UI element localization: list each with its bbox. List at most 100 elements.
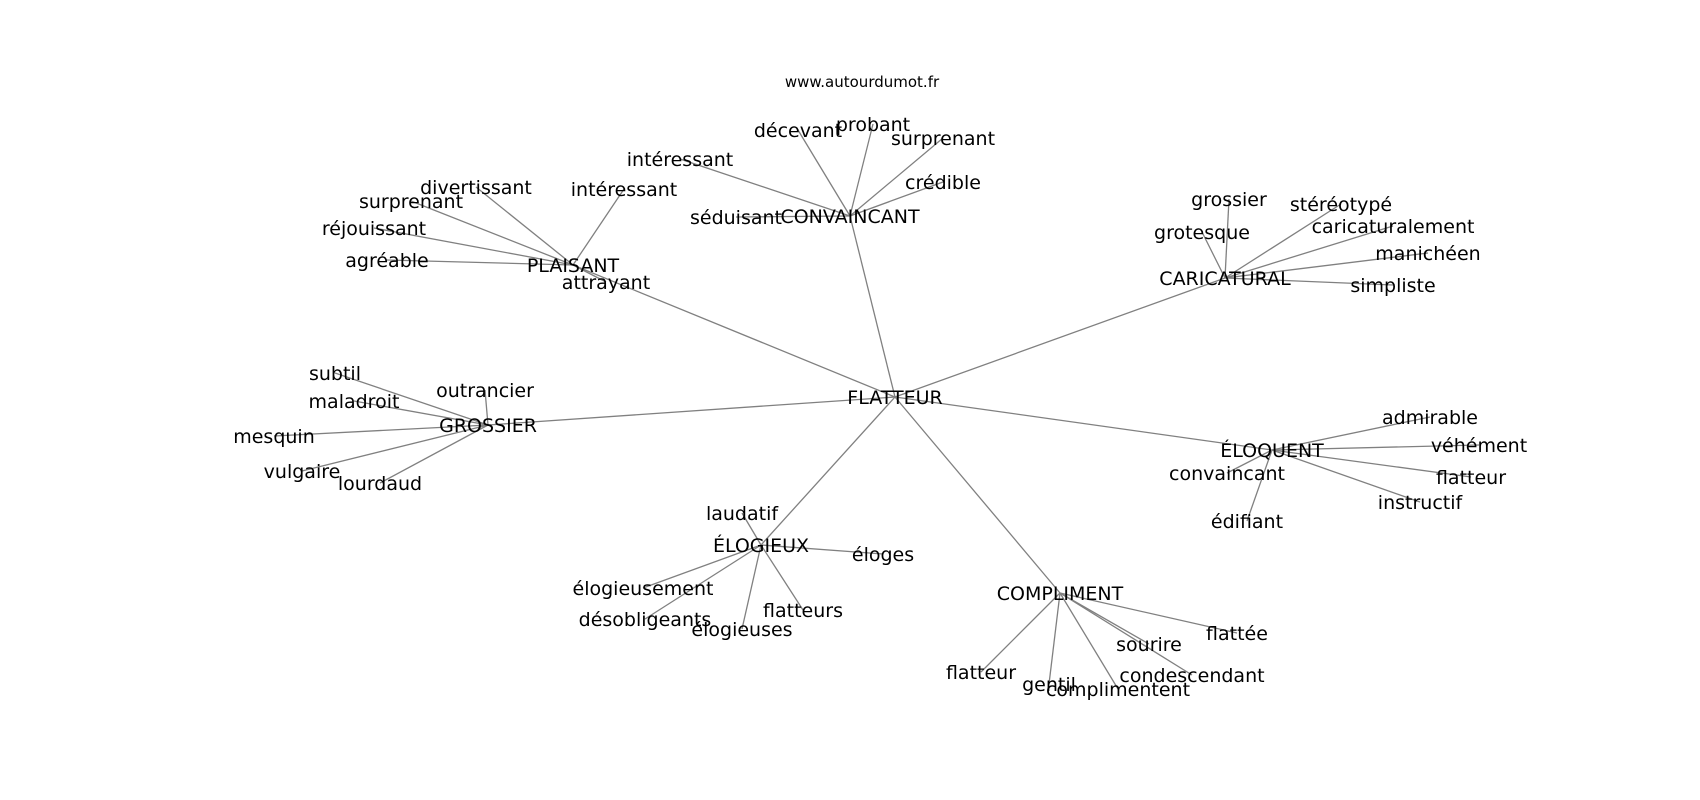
word-node[interactable]: lourdaud — [338, 473, 422, 495]
edge-hub-word — [1224, 203, 1342, 279]
word-node[interactable]: vulgaire — [264, 461, 341, 483]
graph-edges — [273, 123, 1480, 690]
edge-hub-word — [373, 227, 574, 266]
edge-hub-word — [1201, 231, 1226, 279]
edge-hub-word — [735, 215, 851, 218]
edge-center-hub — [760, 396, 896, 546]
word-node[interactable]: laudatif — [706, 503, 779, 525]
word-node[interactable]: flatteur — [1436, 467, 1506, 489]
word-node[interactable]: simpliste — [1350, 275, 1435, 297]
word-node[interactable]: subtil — [309, 363, 361, 385]
edge-hub-word — [572, 264, 607, 283]
edge-hub-word — [1271, 449, 1421, 503]
hub-node[interactable]: GROSSIER — [439, 415, 537, 437]
word-node[interactable]: probant — [836, 114, 910, 136]
edge-hub-word — [353, 400, 489, 426]
graph-labels: FLATTEUR CONVAINCANT intéressant décevantpr… — [233, 114, 1527, 701]
edge-hub-word — [273, 424, 489, 437]
edge-center-hub — [849, 215, 896, 398]
edge-hub-word — [760, 544, 804, 611]
word-node[interactable]: admirable — [1382, 407, 1478, 429]
edge-center-hub — [487, 396, 896, 426]
edge-hub-word — [1246, 449, 1273, 522]
edge-hub-word — [1059, 592, 1193, 676]
edge-hub-word — [849, 123, 874, 217]
edge-hub-word — [410, 200, 574, 266]
edge-hub-word — [475, 186, 574, 266]
word-node[interactable]: éloges — [852, 544, 914, 566]
edge-hub-word — [642, 544, 762, 589]
edge-hub-word — [1224, 225, 1394, 279]
hub-node[interactable]: CONVAINCANT — [780, 206, 920, 228]
edge-center-hub — [572, 264, 896, 398]
word-node[interactable]: décevant — [754, 120, 842, 142]
hub-node[interactable]: CARICATURAL — [1159, 268, 1291, 290]
edge-hub-word — [1059, 592, 1238, 634]
edge-hub-word — [849, 181, 944, 217]
edge-hub-word — [572, 188, 625, 266]
hub-node[interactable]: ÉLOQUENT — [1220, 439, 1324, 462]
word-node[interactable]: outrancier — [436, 380, 534, 402]
edge-hub-word — [849, 137, 944, 217]
edge-hub-word — [741, 512, 762, 546]
word-node[interactable]: surprenant — [891, 128, 995, 150]
edge-hub-word — [760, 544, 884, 555]
edge-hub-word — [1059, 592, 1119, 690]
word-node[interactable]: stéréotypé — [1290, 194, 1392, 216]
edge-center-hub — [894, 396, 1273, 451]
word-node[interactable]: élogieuses — [691, 619, 792, 641]
edge-hub-word — [797, 129, 851, 217]
word-node[interactable]: séduisant — [690, 207, 782, 229]
edge-hub-word — [679, 158, 851, 217]
hub-node[interactable]: ÉLOGIEUX — [713, 534, 809, 557]
edge-hub-word — [1271, 416, 1431, 451]
word-node[interactable]: intéressant — [627, 149, 733, 171]
word-node[interactable]: intéressant — [571, 179, 677, 201]
word-node[interactable]: réjouissant — [322, 218, 426, 240]
word-node[interactable]: condescendant — [1119, 665, 1264, 687]
hub-node[interactable]: COMPLIMENT — [997, 583, 1124, 605]
edge-hub-word — [386, 259, 574, 266]
edge-hub-word — [1271, 449, 1472, 478]
source-watermark: www.autourdumot.fr — [785, 73, 940, 91]
word-node[interactable]: véhément — [1431, 435, 1527, 457]
word-node[interactable]: sourire — [1116, 634, 1182, 656]
edge-hub-word — [379, 424, 489, 484]
word-node[interactable]: flatteur — [946, 662, 1016, 684]
edge-hub-word — [1224, 252, 1429, 279]
edge-hub-word — [980, 592, 1061, 673]
hub-node[interactable]: PLAISANT — [527, 255, 620, 277]
word-node[interactable]: édifiant — [1211, 511, 1283, 533]
edge-hub-word — [741, 544, 762, 630]
edge-hub-word — [334, 372, 489, 426]
word-node[interactable]: agréable — [345, 250, 428, 272]
edge-hub-word — [1226, 449, 1273, 474]
word-node[interactable]: crédible — [905, 172, 981, 194]
word-node[interactable]: flatteurs — [763, 600, 843, 622]
word-node[interactable]: grotesque — [1154, 222, 1250, 244]
edge-hub-word — [1271, 444, 1480, 451]
word-node[interactable]: divertissant — [420, 177, 532, 199]
edge-hub-word — [1224, 198, 1230, 279]
word-node[interactable]: surprenant — [359, 191, 463, 213]
word-node[interactable]: grossier — [1191, 189, 1267, 211]
edge-hub-word — [1224, 277, 1394, 286]
word-node[interactable]: gentil — [1022, 674, 1076, 696]
center-node[interactable]: FLATTEUR — [847, 387, 942, 409]
word-node[interactable]: flattée — [1206, 623, 1268, 645]
edge-center-hub — [894, 277, 1226, 398]
word-node[interactable]: convaincant — [1169, 463, 1285, 485]
word-node[interactable]: caricaturalement — [1312, 216, 1475, 238]
word-node[interactable]: mesquin — [233, 426, 315, 448]
word-node[interactable]: élogieusement — [573, 578, 714, 600]
word-node[interactable]: manichéen — [1375, 243, 1480, 265]
word-node[interactable]: désobligeants — [579, 609, 712, 631]
word-node[interactable]: maladroit — [309, 391, 400, 413]
word-node[interactable]: attrayant — [562, 272, 650, 294]
edge-center-hub — [894, 396, 1061, 594]
edge-hub-word — [301, 424, 489, 472]
edge-hub-word — [644, 544, 762, 620]
word-node[interactable]: instructif — [1378, 492, 1464, 514]
word-node[interactable]: complimentent — [1046, 679, 1190, 701]
